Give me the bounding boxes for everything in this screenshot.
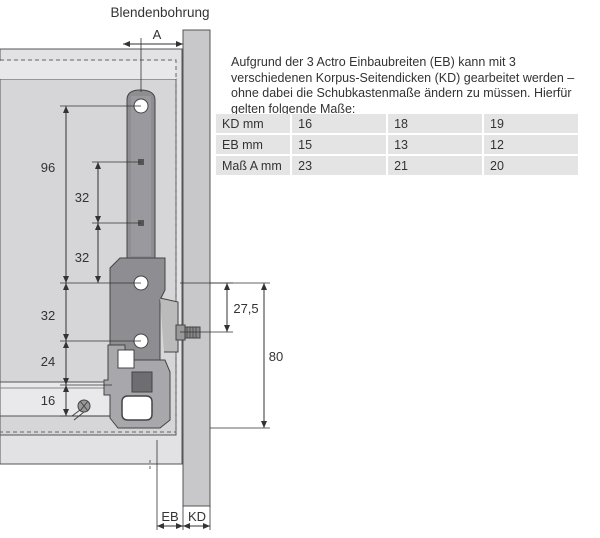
table-cell: 19 bbox=[484, 114, 578, 135]
description-paragraph: Aufgrund der 3 Actro Einbaubreiten (EB) … bbox=[231, 55, 575, 116]
dimension-kd: KD bbox=[188, 509, 206, 524]
table-cell: 12 bbox=[484, 135, 578, 156]
dimension-32-middle: 32 bbox=[75, 250, 89, 265]
dimension-80: 80 bbox=[269, 349, 283, 364]
table-row-label: Maß A mm bbox=[216, 156, 293, 177]
dimension-table: KD mm 16 18 19 EB mm 15 13 12 Maß A mm 2… bbox=[216, 114, 578, 177]
cabinet-side-panel bbox=[182, 29, 211, 507]
dimension-32-upper: 32 bbox=[75, 190, 89, 205]
table-row-label: EB mm bbox=[216, 135, 293, 156]
table-cell: 21 bbox=[388, 156, 485, 177]
dimension-16: 16 bbox=[41, 393, 55, 408]
drawer-bottom bbox=[0, 381, 113, 417]
table-cell: 23 bbox=[292, 156, 389, 177]
table-row-label: KD mm bbox=[216, 114, 293, 135]
table-cell: 15 bbox=[292, 135, 389, 156]
table-row: KD mm 16 18 19 bbox=[216, 114, 578, 135]
table-row: Maß A mm 23 21 20 bbox=[216, 156, 578, 177]
table-cell: 16 bbox=[292, 114, 389, 135]
adjustment-screw bbox=[175, 324, 201, 341]
dimension-eb: EB bbox=[161, 509, 178, 524]
table-cell: 20 bbox=[484, 156, 578, 177]
mounting-screw bbox=[71, 399, 91, 421]
table-row: EB mm 15 13 12 bbox=[216, 135, 578, 156]
dimension-24: 24 bbox=[41, 354, 55, 369]
dimension-96: 96 bbox=[41, 160, 55, 175]
table-cell: 18 bbox=[388, 114, 485, 135]
table-cell: 13 bbox=[388, 135, 485, 156]
dimension-a: A bbox=[153, 27, 162, 42]
description-text-block: Aufgrund der 3 Actro Einbaubreiten (EB) … bbox=[231, 55, 596, 117]
top-label-blendenbohrung: Blendenbohrung bbox=[110, 5, 209, 20]
dimension-32-lower: 32 bbox=[41, 308, 55, 323]
dimension-27-5: 27,5 bbox=[233, 301, 258, 316]
drawer-outline-dashed bbox=[0, 59, 177, 433]
